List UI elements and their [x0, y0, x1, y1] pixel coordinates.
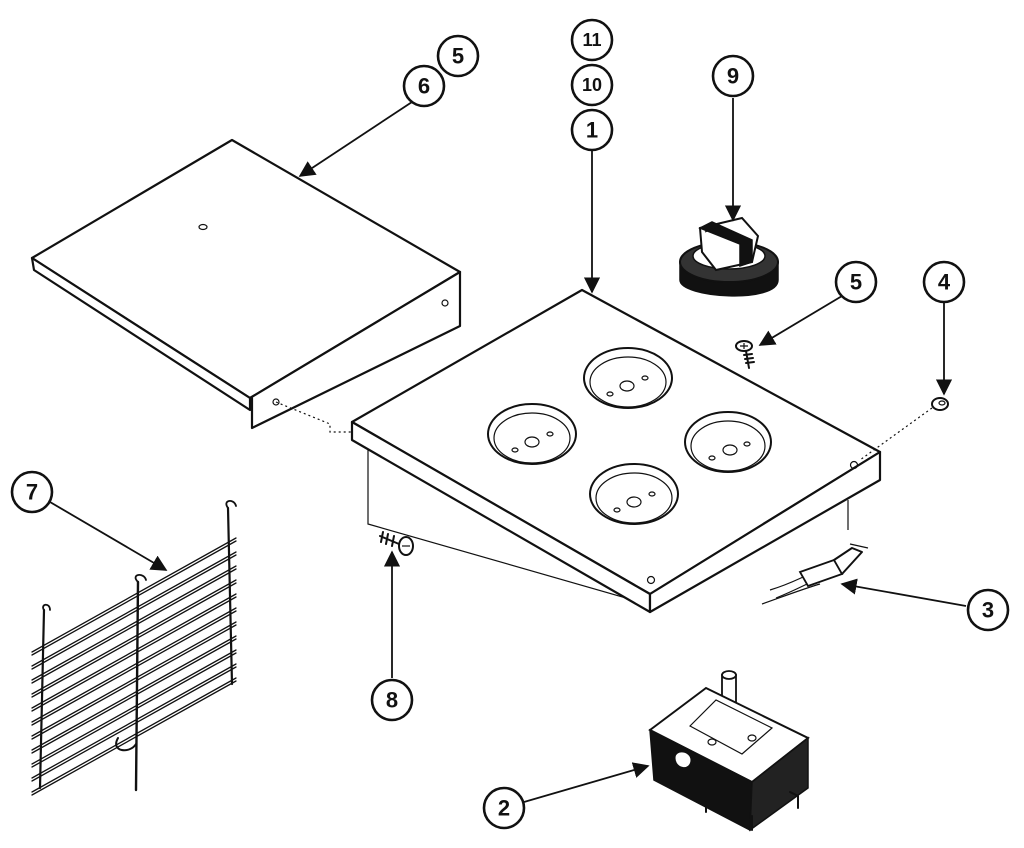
control-knob-part: [679, 216, 779, 297]
callout-9: 9: [711, 54, 755, 98]
oven-rack-part: [31, 500, 237, 796]
leader-lines: [49, 98, 967, 803]
burner-opening-top: [583, 347, 673, 409]
callout-5-top: 5: [436, 34, 480, 78]
screw-part-lower: [379, 531, 414, 556]
svg-text:8: 8: [386, 688, 398, 713]
svg-text:3: 3: [982, 598, 994, 623]
svg-text:4: 4: [938, 270, 951, 295]
callout-5-right: 5: [834, 260, 878, 304]
switch-part: [648, 670, 810, 832]
callout-3: 3: [966, 588, 1010, 632]
screw-part: [735, 340, 755, 369]
svg-text:6: 6: [418, 74, 430, 99]
cooktop-body-part: [350, 288, 882, 614]
svg-text:11: 11: [582, 30, 601, 50]
callout-4: 4: [922, 260, 966, 304]
callout-8: 8: [370, 678, 414, 722]
svg-text:5: 5: [452, 44, 464, 69]
svg-text:1: 1: [586, 118, 598, 143]
wire-connector-part: [761, 543, 869, 605]
burner-opening-left: [487, 403, 577, 465]
callout-1: 1: [570, 108, 614, 152]
callout-7: 7: [10, 470, 54, 514]
burner-opening-right: [684, 411, 772, 473]
svg-text:10: 10: [582, 75, 602, 95]
top-cover-part: [30, 138, 462, 433]
callout-11: 11: [570, 18, 614, 62]
callout-10: 10: [570, 63, 614, 107]
svg-text:9: 9: [727, 64, 739, 89]
callout-2: 2: [482, 786, 526, 830]
callout-6: 6: [402, 64, 446, 108]
plug-part: [859, 397, 949, 461]
svg-text:7: 7: [26, 480, 38, 505]
svg-text:5: 5: [850, 270, 862, 295]
burner-opening-bottom: [589, 463, 679, 525]
svg-text:2: 2: [498, 796, 510, 821]
